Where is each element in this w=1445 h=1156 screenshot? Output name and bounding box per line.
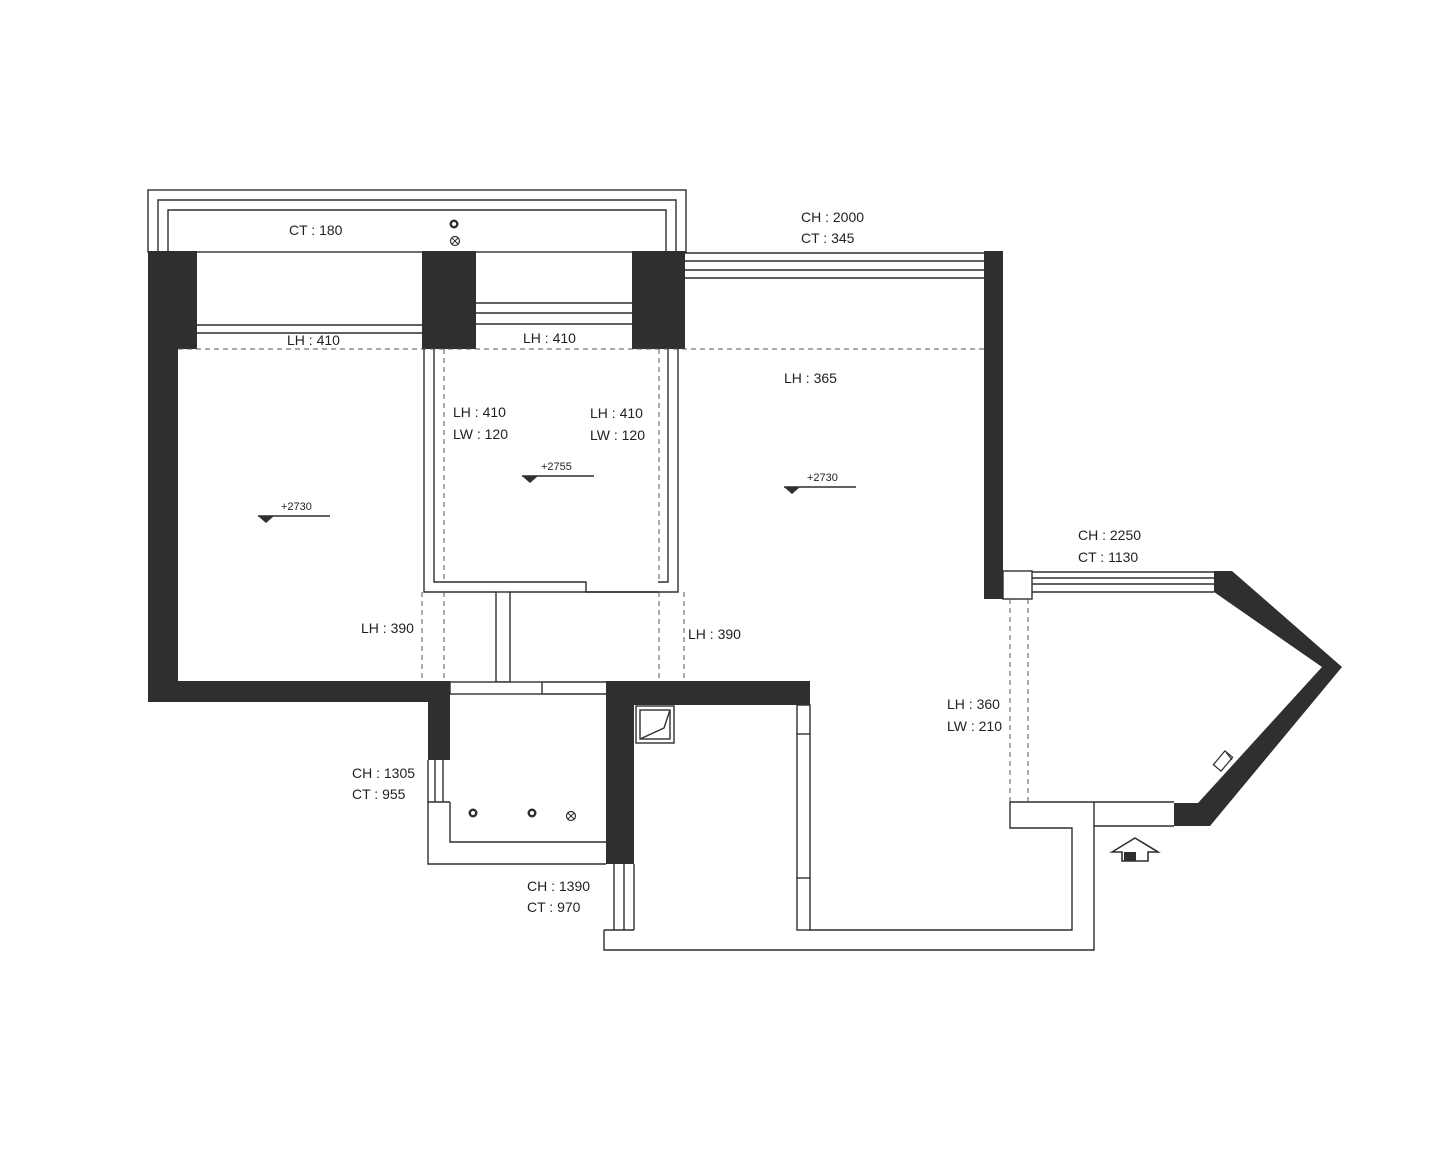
column-right-small xyxy=(1002,570,1033,600)
house-arrow-icon xyxy=(1109,837,1161,862)
annotation-label: LW : 120 xyxy=(590,427,645,443)
annotation-label: CT : 180 xyxy=(289,222,343,238)
window-middle-room xyxy=(476,302,632,325)
balcony-top xyxy=(147,189,687,253)
annotation-label: LH : 360 xyxy=(947,696,1000,712)
level-text: +2730 xyxy=(281,501,312,513)
column-top-left xyxy=(148,251,197,349)
annotation-label: LH : 410 xyxy=(287,332,340,348)
column-top-middle xyxy=(422,251,476,349)
level-marker-center: +2755 xyxy=(522,461,594,483)
floor-drain-icon xyxy=(449,219,459,229)
annotation-label: LH : 410 xyxy=(590,405,643,421)
bathroom-small xyxy=(427,760,606,865)
annotation-label: CH : 1305 xyxy=(352,765,415,781)
wall-fixture-icon xyxy=(1212,750,1234,772)
annotation-label: LH : 390 xyxy=(688,626,741,642)
middle-room-walls xyxy=(423,349,679,593)
annotation-label: CT : 1130 xyxy=(1078,549,1138,565)
annotation-label: LW : 210 xyxy=(947,718,1002,734)
duct-shaft xyxy=(635,705,675,744)
floor-drain-icon xyxy=(468,808,478,818)
wall-living-right xyxy=(984,251,1003,599)
window-living-room xyxy=(685,252,984,279)
wall-kitchen xyxy=(606,681,810,864)
annotation-label: LH : 365 xyxy=(784,370,837,386)
column-top-right xyxy=(632,251,685,349)
annotation-label: CH : 1390 xyxy=(527,878,590,894)
annotation-label: LH : 410 xyxy=(523,330,576,346)
wall-right-bay xyxy=(1174,571,1342,826)
level-marker-right: +2730 xyxy=(784,472,856,494)
annotation-label: CT : 970 xyxy=(527,899,581,915)
window-right-bay xyxy=(1032,571,1214,593)
annotation-label: CH : 2000 xyxy=(801,209,864,225)
annotation-label: LH : 390 xyxy=(361,620,414,636)
level-text: +2730 xyxy=(807,472,838,484)
kitchen-room xyxy=(613,704,811,931)
entrance-door-line xyxy=(1094,801,1174,827)
wall-left-bedroom xyxy=(148,349,450,760)
annotation-label: LW : 120 xyxy=(453,426,508,442)
annotation-label: CT : 345 xyxy=(801,230,855,246)
floor-drain-icon xyxy=(527,808,537,818)
level-text: +2755 xyxy=(541,461,572,473)
annotation-label: LH : 410 xyxy=(453,404,506,420)
annotation-label: CT : 955 xyxy=(352,786,406,802)
level-marker-left: +2730 xyxy=(258,501,330,523)
annotation-label: CH : 2250 xyxy=(1078,527,1141,543)
valve-icon xyxy=(565,810,577,822)
window-left-bedroom xyxy=(197,324,422,334)
valve-icon xyxy=(449,235,461,247)
corridor-partition xyxy=(449,591,606,695)
outer-wall-bottom xyxy=(603,801,1095,951)
